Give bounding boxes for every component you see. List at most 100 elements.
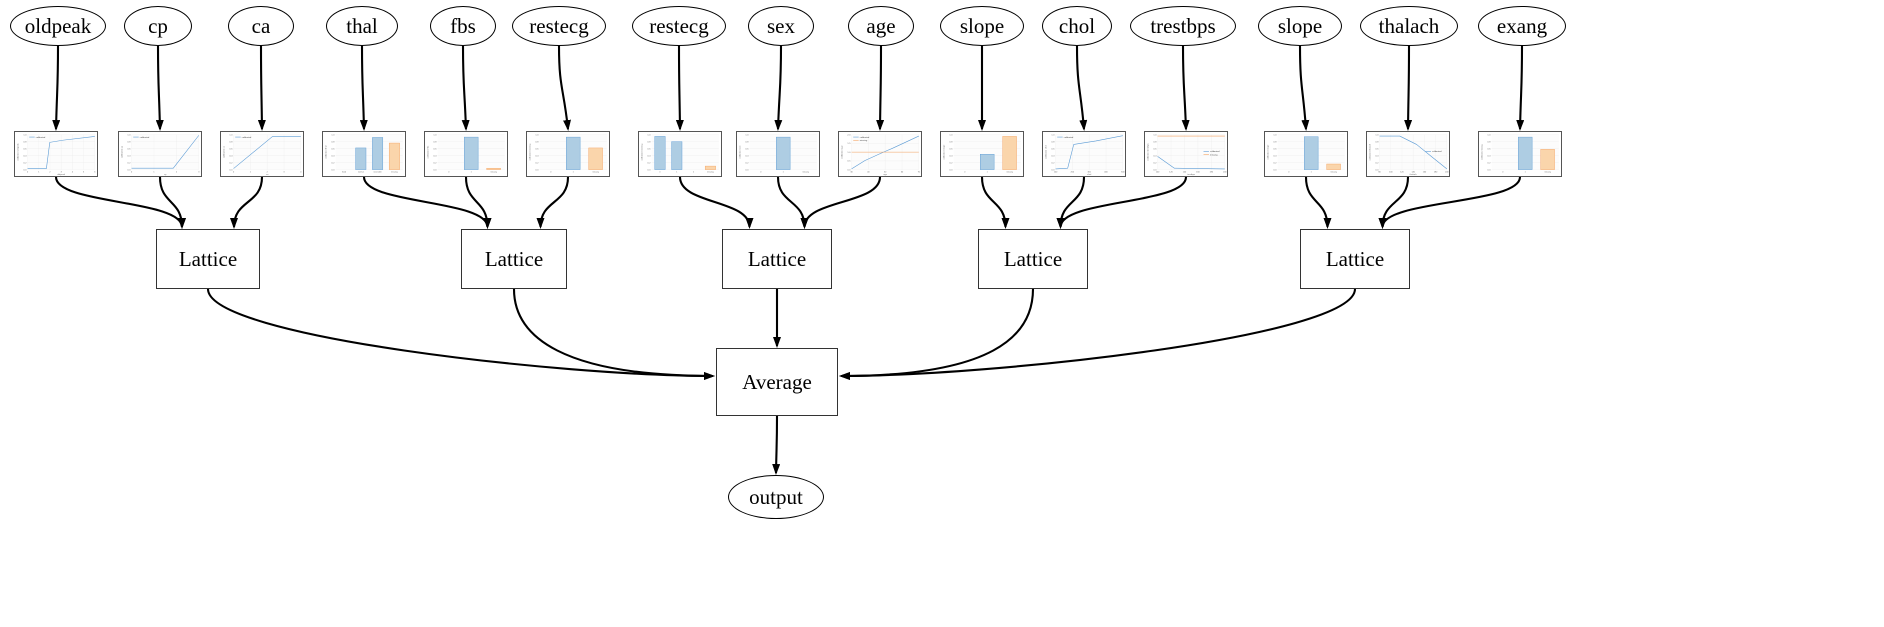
input-node-chol[interactable]: chol xyxy=(1042,6,1112,46)
input-node-label: exang xyxy=(1496,13,1548,38)
svg-text:0.8: 0.8 xyxy=(23,141,27,143)
input-node-oldpeak[interactable]: oldpeak xyxy=(10,6,106,46)
svg-text:70: 70 xyxy=(918,171,921,173)
input-node-trestbps[interactable]: trestbps xyxy=(1130,6,1236,46)
svg-text:0.0: 0.0 xyxy=(535,169,539,171)
svg-text:age: age xyxy=(883,174,887,176)
input-node-label: slope xyxy=(959,13,1005,38)
input-node-thal[interactable]: thal xyxy=(326,6,398,46)
svg-text:0: 0 xyxy=(550,171,551,173)
svg-text:0.4: 0.4 xyxy=(229,155,233,157)
input-node-cp[interactable]: cp xyxy=(124,6,192,46)
input-node-label: restecg xyxy=(649,13,709,38)
lattice-node-2[interactable]: Lattice xyxy=(461,229,567,289)
svg-text:2: 2 xyxy=(693,171,694,173)
svg-text:100: 100 xyxy=(1156,171,1160,173)
input-node-label: thalach xyxy=(1378,13,1440,38)
svg-text:missing: missing xyxy=(490,171,496,173)
svg-text:0: 0 xyxy=(27,171,29,173)
svg-text:1: 1 xyxy=(471,171,472,173)
input-node-slope2[interactable]: slope xyxy=(1258,6,1342,46)
svg-text:calibrated oldpeak: calibrated oldpeak xyxy=(16,143,19,161)
svg-text:missing: missing xyxy=(1006,171,1012,173)
edge-plot-cp-to-lattice-1 xyxy=(158,176,186,229)
svg-text:calibrated: calibrated xyxy=(860,136,870,139)
input-node-fbs[interactable]: fbs xyxy=(430,6,496,46)
svg-text:0.6: 0.6 xyxy=(745,148,749,150)
lattice-node-label: Lattice xyxy=(1325,246,1385,271)
svg-text:0: 0 xyxy=(233,171,235,173)
input-node-exang[interactable]: exang xyxy=(1478,6,1566,46)
svg-text:0.2: 0.2 xyxy=(127,162,131,164)
svg-text:80: 80 xyxy=(1378,171,1381,173)
svg-text:1: 1 xyxy=(676,171,677,173)
svg-text:0.0: 0.0 xyxy=(647,169,651,171)
svg-text:0.6: 0.6 xyxy=(647,148,651,150)
edge-exang-to-plot-exang xyxy=(1516,45,1525,131)
svg-text:0.4: 0.4 xyxy=(127,155,131,157)
input-node-thalach[interactable]: thalach xyxy=(1360,6,1458,46)
edge-plot-sex-to-lattice-3 xyxy=(776,176,809,229)
edge-thalach-to-plot-thalach xyxy=(1404,45,1413,131)
svg-text:4: 4 xyxy=(300,171,302,173)
input-node-label: thal xyxy=(346,13,378,38)
input-node-ca[interactable]: ca xyxy=(228,6,294,46)
lattice-node-4[interactable]: Lattice xyxy=(978,229,1088,289)
svg-text:fixed: fixed xyxy=(342,171,346,173)
edge-plot-exang-to-lattice-5 xyxy=(1378,176,1522,229)
input-node-sex[interactable]: sex xyxy=(748,6,814,46)
edge-lattice-4-to-average xyxy=(839,288,1035,380)
input-node-age[interactable]: age xyxy=(848,6,914,46)
lattice-node-1[interactable]: Lattice xyxy=(156,229,260,289)
svg-text:cp: cp xyxy=(164,174,167,176)
output-node[interactable]: output xyxy=(728,475,824,519)
lattice-node-5[interactable]: Lattice xyxy=(1300,229,1410,289)
svg-text:0.0: 0.0 xyxy=(1051,169,1055,171)
svg-text:0.0: 0.0 xyxy=(745,169,749,171)
svg-text:0.8: 0.8 xyxy=(647,141,651,143)
svg-text:0.6: 0.6 xyxy=(433,148,437,150)
svg-text:0.4: 0.4 xyxy=(949,155,953,157)
svg-text:calibrated thal: calibrated thal xyxy=(324,145,327,159)
svg-text:calibrated: calibrated xyxy=(140,136,150,139)
input-node-label: ca xyxy=(251,13,271,38)
svg-text:0: 0 xyxy=(760,171,761,173)
svg-text:0.0: 0.0 xyxy=(23,169,27,171)
svg-text:normal: normal xyxy=(358,170,364,173)
svg-text:1: 1 xyxy=(38,171,40,173)
lattice-node-3[interactable]: Lattice xyxy=(722,229,832,289)
svg-text:160: 160 xyxy=(1196,171,1200,173)
svg-text:4: 4 xyxy=(72,171,74,173)
svg-text:missing: missing xyxy=(707,171,713,173)
lattice-node-label: Lattice xyxy=(747,246,807,271)
svg-text:0.4: 0.4 xyxy=(647,155,651,157)
input-node-slope1[interactable]: slope xyxy=(940,6,1024,46)
svg-text:0.8: 0.8 xyxy=(745,141,749,143)
svg-text:0.8: 0.8 xyxy=(127,141,131,143)
svg-text:1.5: 1.5 xyxy=(847,143,851,145)
svg-text:calibrated fbs: calibrated fbs xyxy=(426,146,429,159)
svg-text:1.0: 1.0 xyxy=(23,134,27,136)
svg-text:0.2: 0.2 xyxy=(1051,162,1055,164)
edge-fbs-to-plot-fbs xyxy=(461,45,470,131)
svg-text:0: 0 xyxy=(1502,171,1503,173)
svg-text:60: 60 xyxy=(901,171,904,173)
input-node-restecg1[interactable]: restecg xyxy=(512,6,606,46)
edge-plot-slope-2-to-lattice-5 xyxy=(1304,176,1332,229)
svg-text:1.0: 1.0 xyxy=(229,134,233,136)
svg-text:1: 1 xyxy=(783,171,784,173)
svg-text:0: 0 xyxy=(448,171,449,173)
edge-average-to-output xyxy=(772,415,781,475)
svg-text:0: 0 xyxy=(659,171,660,173)
input-node-restecg2[interactable]: restecg xyxy=(632,6,726,46)
edge-sex-to-plot-sex xyxy=(774,45,783,131)
average-node[interactable]: Average xyxy=(716,348,838,416)
svg-text:0.2: 0.2 xyxy=(745,162,749,164)
edge-slope2-to-plot-slope-2 xyxy=(1298,45,1310,131)
edge-age-to-plot-age xyxy=(876,45,885,131)
